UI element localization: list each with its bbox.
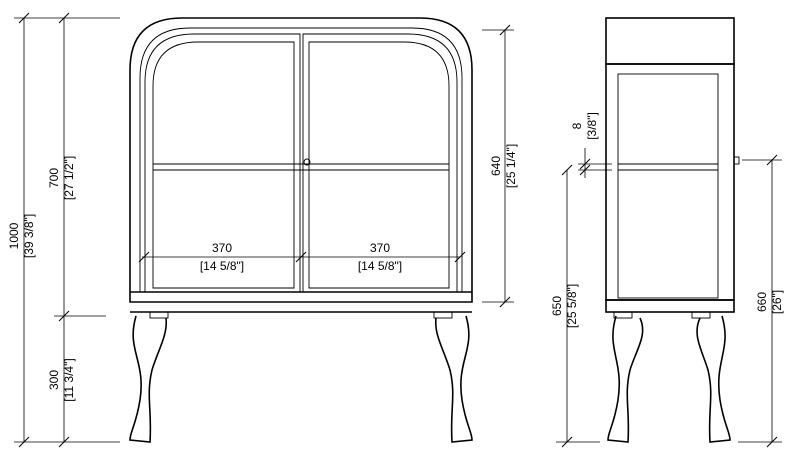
left-door-glass	[152, 41, 295, 289]
side-handle	[733, 156, 740, 165]
label-shelf-height: 650	[550, 296, 564, 316]
label-handle-height: 660	[755, 292, 769, 312]
door-knob	[303, 158, 311, 166]
tick-width-mid	[295, 251, 307, 263]
tick-shelf-height-top	[561, 164, 573, 176]
tick-width-left	[138, 251, 150, 263]
side-leg-right	[696, 315, 731, 443]
side-leg-left	[607, 315, 644, 443]
label-shelf-height-imperial: [25 5/8"]	[565, 284, 579, 328]
tick-width-right	[454, 251, 466, 263]
tick-leg-bottom	[58, 436, 70, 448]
side-top-block	[605, 17, 735, 65]
label-door-width-left-imperial: [14 5/8"]	[200, 259, 244, 273]
tick-door-bottom	[499, 296, 511, 308]
label-door-width-right: 370	[370, 241, 390, 255]
left-door-frame	[144, 33, 301, 292]
right-door-glass	[308, 41, 450, 289]
tick-total-bottom	[18, 436, 30, 448]
cabinet-inner-arch	[139, 27, 463, 292]
tick-shelf-height-bottom	[561, 436, 573, 448]
dimension-lines	[14, 12, 782, 448]
label-cabinet-height-imperial: [27 1/2"]	[62, 156, 76, 200]
label-door-height: 640	[489, 156, 503, 176]
side-body	[605, 63, 735, 301]
label-shelf-thickness-imperial: [3/8"]	[585, 112, 599, 140]
side-leg-block-left	[613, 311, 633, 319]
label-leg-height-imperial: [11 3/4"]	[62, 358, 76, 401]
side-leg-block-right	[691, 311, 711, 319]
label-shelf-thickness: 8	[570, 122, 584, 129]
side-glass-panel	[617, 73, 719, 299]
label-door-width-right-imperial: [14 5/8"]	[358, 259, 402, 273]
tick-door-top	[499, 24, 511, 36]
tick-cabinet-top	[58, 12, 70, 24]
label-door-height-imperial: [25 1/4"]	[504, 144, 518, 188]
label-handle-height-imperial: [26"]	[770, 290, 784, 314]
front-leg-block-right	[433, 311, 453, 319]
front-leg-block-left	[149, 311, 169, 319]
label-total-height-imperial: [39 3/8"]	[22, 214, 36, 258]
cabinet-outer-outline	[129, 17, 473, 303]
label-door-width-left: 370	[212, 241, 232, 255]
tick-shelf-upper	[579, 158, 591, 170]
tick-split	[58, 310, 70, 322]
tick-shelf-lower	[579, 164, 591, 176]
tick-total-top	[18, 12, 30, 24]
label-cabinet-height: 700	[47, 168, 61, 188]
tick-handle-bottom	[766, 436, 778, 448]
right-door-frame	[302, 33, 458, 292]
side-view	[605, 17, 740, 443]
side-base	[605, 299, 735, 313]
front-view	[129, 17, 473, 443]
dimension-labels: 1000 [39 3/8"] 700 [27 1/2"] 300 [11 3/4…	[7, 112, 784, 402]
label-total-height: 1000	[7, 222, 21, 249]
front-leg-right	[434, 315, 473, 443]
tick-handle-top	[766, 154, 778, 166]
front-leg-left	[129, 315, 168, 443]
label-leg-height: 300	[47, 370, 61, 390]
